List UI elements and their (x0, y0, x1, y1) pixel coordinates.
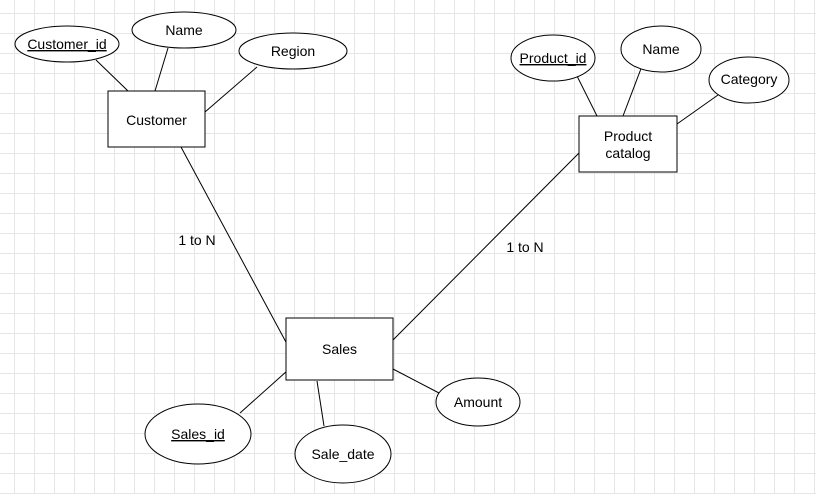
category-label: Category (721, 71, 778, 87)
category-attribute[interactable]: Category (708, 56, 790, 104)
edge-product-id (576, 75, 598, 117)
product-catalog-entity[interactable]: Product catalog (578, 115, 678, 173)
customer-entity[interactable]: Customer (107, 90, 206, 148)
edge-sales-amount (392, 368, 440, 394)
customer-sales-cardinality: 1 to N (178, 232, 215, 248)
edge-customer-name (154, 47, 169, 92)
connectors (95, 47, 719, 427)
edge-customer-region (204, 66, 258, 113)
product-name-label: Name (642, 41, 680, 57)
sale-date-attribute[interactable]: Sale_date (294, 424, 392, 484)
amount-label: Amount (454, 394, 502, 410)
sale-date-label: Sale_date (311, 446, 374, 462)
product-entity-label-line2: catalog (605, 145, 650, 161)
sales-entity[interactable]: Sales (285, 317, 394, 381)
sales-id-attribute[interactable]: Sales_id (144, 403, 252, 465)
customer-name-label: Name (165, 22, 203, 38)
edge-product-sales (392, 152, 580, 341)
edge-customer-id (95, 59, 129, 92)
product-sales-cardinality: 1 to N (506, 239, 543, 255)
edge-customer-sales (180, 146, 288, 345)
sales-id-label: Sales_id (171, 426, 225, 442)
customer-id-label: Customer_id (27, 36, 106, 52)
amount-attribute[interactable]: Amount (435, 377, 521, 427)
sales-entity-label: Sales (322, 341, 357, 357)
product-name-attribute[interactable]: Name (620, 25, 702, 73)
edge-sales-date (316, 380, 325, 427)
edge-product-name (622, 65, 643, 117)
region-attribute[interactable]: Region (238, 32, 348, 70)
customer-id-attribute[interactable]: Customer_id (14, 25, 120, 63)
edge-sales-id (239, 370, 288, 414)
customer-entity-label: Customer (126, 112, 187, 128)
edge-product-category (676, 94, 719, 125)
customer-name-attribute[interactable]: Name (131, 11, 237, 49)
product-id-attribute[interactable]: Product_id (510, 34, 596, 82)
product-entity-label-line1: Product (604, 128, 652, 144)
region-label: Region (271, 43, 315, 59)
product-id-label: Product_id (520, 50, 587, 66)
